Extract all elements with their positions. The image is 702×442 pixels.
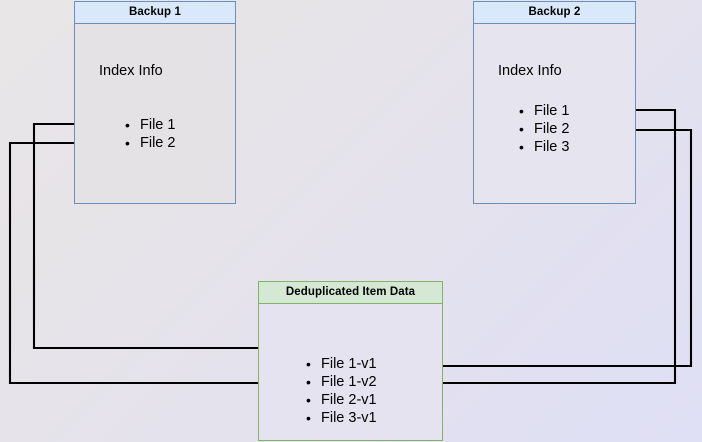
- dedup-item[interactable]: File 3-v1: [306, 409, 377, 427]
- backup-1-file-list: File 1 File 2: [125, 116, 175, 152]
- node-deduplicated-item-data-title: Deduplicated Item Data: [259, 282, 442, 304]
- backup-1-file-item[interactable]: File 2: [125, 134, 175, 152]
- node-backup-1[interactable]: Backup 1 Index Info File 1 File 2: [74, 1, 236, 204]
- node-deduplicated-item-data[interactable]: Deduplicated Item Data File 1-v1 File 1-…: [258, 281, 443, 441]
- node-backup-2-title: Backup 2: [474, 2, 635, 24]
- node-backup-1-title: Backup 1: [75, 2, 235, 24]
- backup-2-index-info-label: Index Info: [498, 63, 562, 79]
- node-backup-1-body: Index Info File 1 File 2: [75, 24, 235, 203]
- dedup-item-list: File 1-v1 File 1-v2 File 2-v1 File 3-v1: [306, 355, 377, 427]
- backup-2-file-item[interactable]: File 3: [519, 138, 569, 156]
- node-backup-2-body: Index Info File 1 File 2 File 3: [474, 24, 635, 203]
- dedup-item[interactable]: File 2-v1: [306, 391, 377, 409]
- dedup-item[interactable]: File 1-v2: [306, 373, 377, 391]
- backup-1-index-info-label: Index Info: [99, 63, 163, 79]
- backup-1-file-item[interactable]: File 1: [125, 116, 175, 134]
- node-deduplicated-item-data-body: File 1-v1 File 1-v2 File 2-v1 File 3-v1: [259, 304, 442, 440]
- backup-2-file-item[interactable]: File 1: [519, 102, 569, 120]
- dedup-item[interactable]: File 1-v1: [306, 355, 377, 373]
- backup-2-file-item[interactable]: File 2: [519, 120, 569, 138]
- node-backup-2[interactable]: Backup 2 Index Info File 1 File 2 File 3: [473, 1, 636, 204]
- backup-2-file-list: File 1 File 2 File 3: [519, 102, 569, 156]
